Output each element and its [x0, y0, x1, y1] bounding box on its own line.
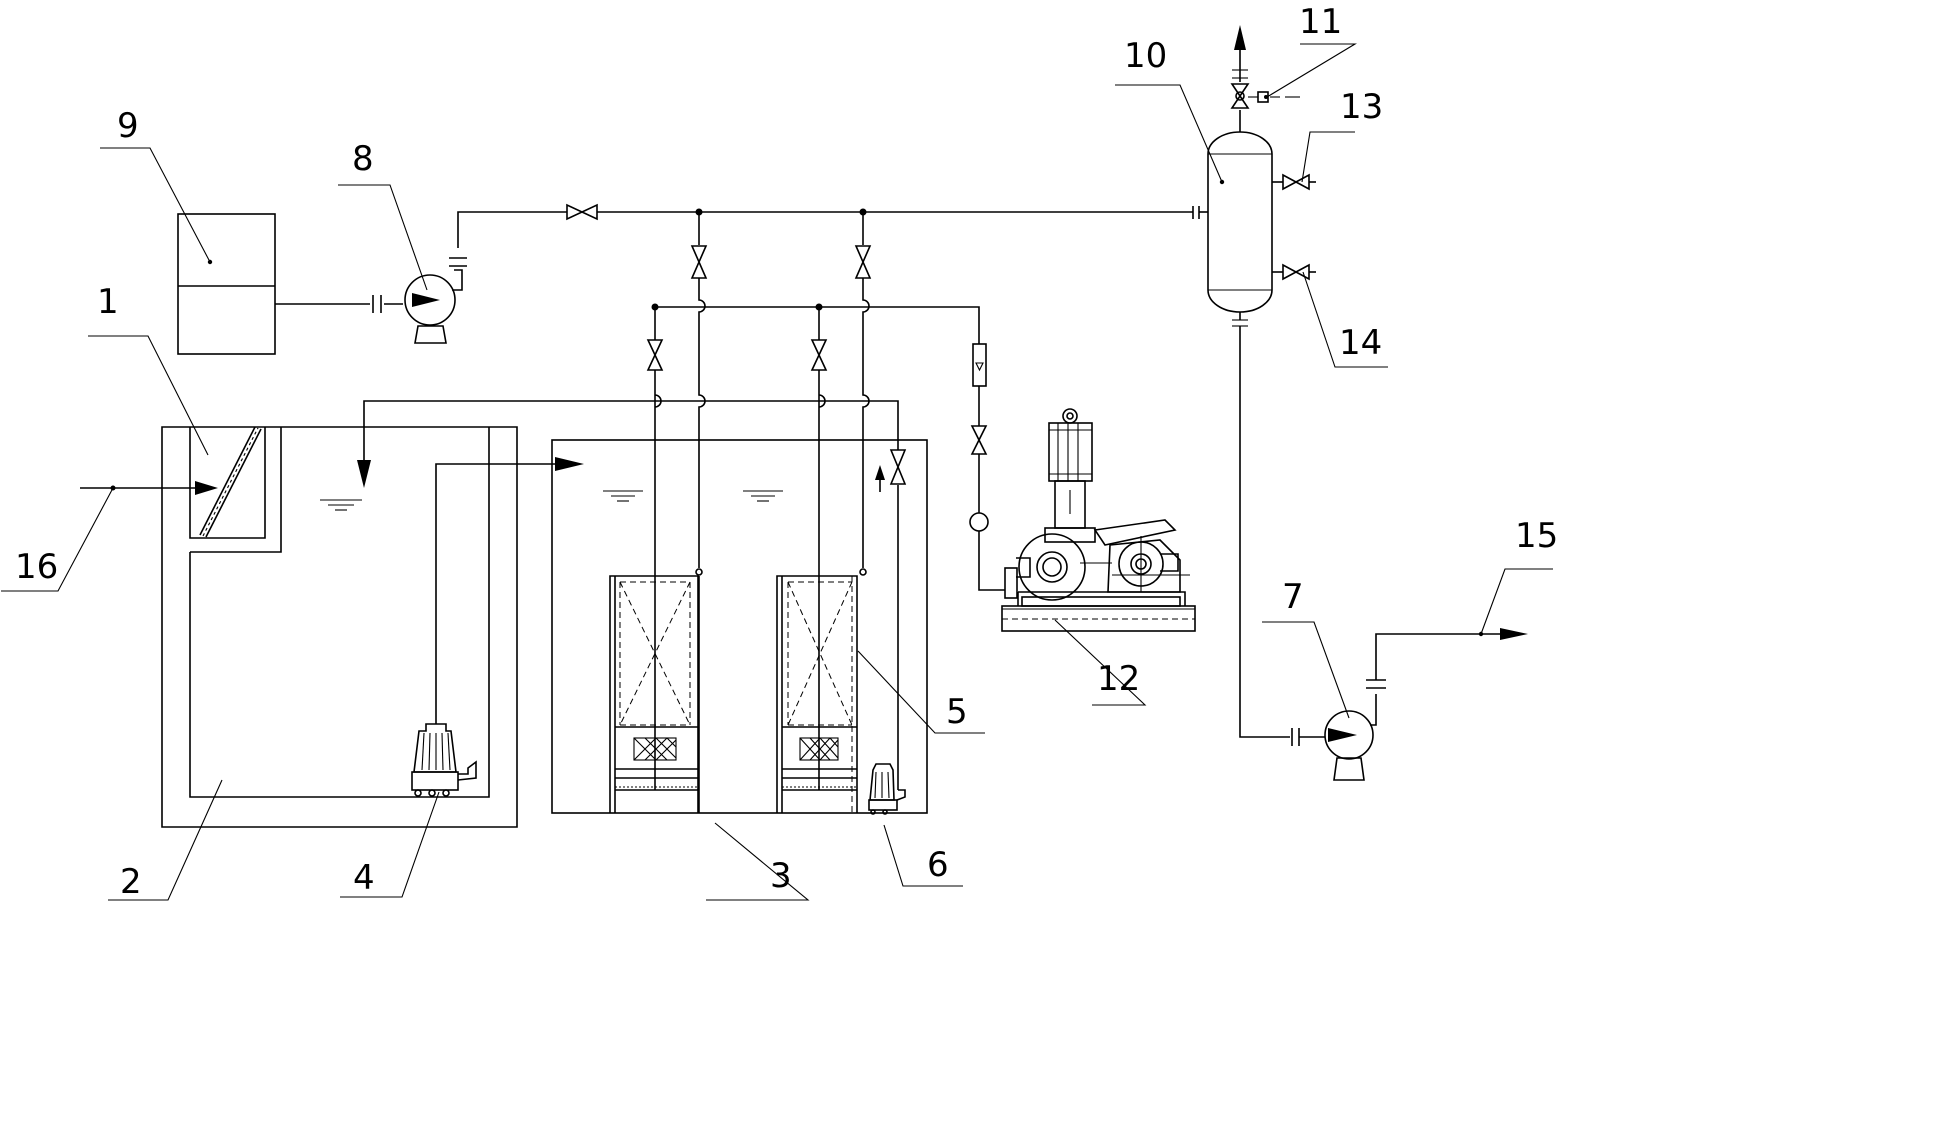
callout-10: 10: [1124, 36, 1167, 76]
submersible-pump-6: [868, 763, 906, 815]
callout-3: 3: [770, 856, 792, 896]
pump-7: [1291, 628, 1528, 781]
callout-8: 8: [352, 139, 374, 179]
valve-main: [566, 203, 598, 221]
callout-1: 1: [97, 282, 119, 322]
valves: [566, 203, 988, 485]
callout-16: 16: [15, 547, 58, 587]
valve-blower: [970, 425, 988, 455]
membrane-tank: [551, 439, 928, 814]
water-level-mark-2: [603, 490, 643, 502]
valve-return: [889, 449, 907, 485]
pipe-network: [357, 208, 1193, 813]
pump-8: [404, 257, 467, 344]
flow-meter: [969, 343, 1005, 591]
inlet-pipe: [80, 481, 218, 495]
blower-unit: [1001, 408, 1196, 632]
callout-5: 5: [946, 692, 968, 732]
callout-9: 9: [117, 106, 139, 146]
valve-left-suction: [690, 245, 708, 279]
callout-13: 13: [1340, 87, 1383, 127]
separator-vessel: [1192, 25, 1316, 738]
submersible-pump-4: [411, 457, 584, 797]
membrane-module-left: [609, 575, 699, 813]
valve-left-air: [646, 339, 664, 371]
process-flow-diagram: 1 2 3 4 5 6 7 8 9 10 11 12 13 14 15 16: [1, 2, 1558, 902]
callout-4: 4: [353, 858, 375, 898]
callout-2: 2: [120, 862, 142, 902]
callout-7: 7: [1282, 577, 1304, 617]
valve-right-suction: [854, 245, 872, 279]
bar-screen: [199, 426, 262, 538]
regulating-tank: [161, 426, 518, 828]
callout-6: 6: [927, 845, 949, 885]
callout-11: 11: [1299, 2, 1342, 42]
water-level-mark: [320, 499, 362, 511]
leader-lines: [1, 43, 1553, 901]
valve-right-air: [810, 339, 828, 371]
callout-12: 12: [1097, 659, 1140, 699]
callout-14: 14: [1339, 323, 1382, 363]
membrane-module-right: [776, 575, 858, 813]
water-level-mark-3: [743, 490, 783, 502]
callout-labels: 1 2 3 4 5 6 7 8 9 10 11 12 13 14 15 16: [15, 2, 1558, 902]
valve-vent: [1230, 83, 1250, 109]
chemical-tank: [177, 213, 403, 355]
callout-15: 15: [1515, 516, 1558, 556]
